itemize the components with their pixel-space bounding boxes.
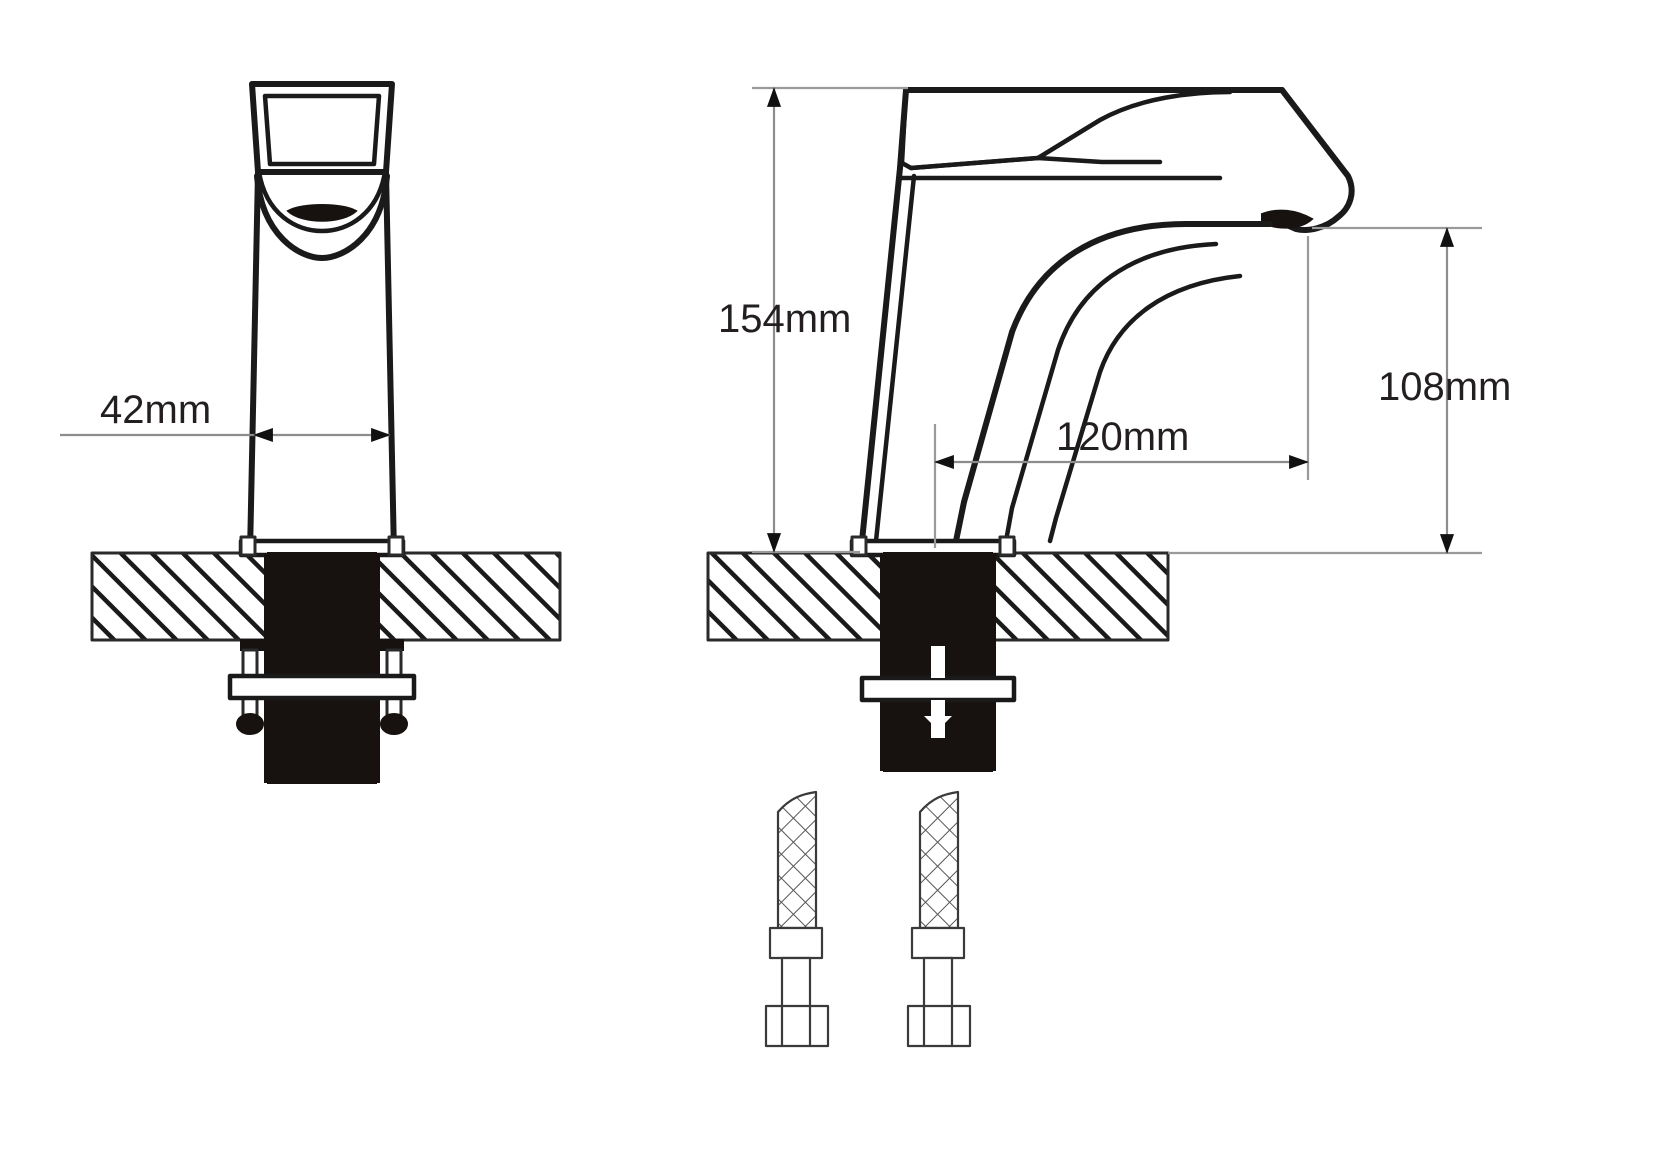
dimension-154mm: 154mm — [718, 86, 908, 554]
side-body-inner-contour — [873, 173, 1243, 544]
side-faucet-body — [859, 87, 1355, 544]
front-indicator-lens — [286, 204, 358, 222]
dimension-42mm-label: 42mm — [100, 388, 211, 432]
side-mounting-bracket — [859, 646, 1017, 738]
supply-hose-left — [764, 790, 830, 1048]
front-faucet-body — [247, 169, 397, 556]
supply-hoses — [764, 790, 972, 1048]
front-view: 42mm — [60, 81, 562, 784]
dimension-120mm: 120mm — [933, 236, 1310, 548]
dimension-154mm-label: 154mm — [718, 297, 851, 341]
front-mounting-bracket — [227, 639, 417, 735]
dimension-108mm: 108mm — [1168, 226, 1511, 555]
dimension-42mm: 42mm — [60, 388, 391, 443]
supply-hose-right — [906, 790, 972, 1048]
front-lever-handle — [249, 81, 395, 175]
side-lever-handle-detail — [899, 87, 1233, 171]
dimension-120mm-label: 120mm — [1056, 415, 1189, 459]
side-view: 154mm 120mm 108mm — [706, 86, 1511, 772]
dimension-108mm-label: 108mm — [1378, 365, 1511, 409]
front-threaded-shank — [264, 552, 380, 784]
